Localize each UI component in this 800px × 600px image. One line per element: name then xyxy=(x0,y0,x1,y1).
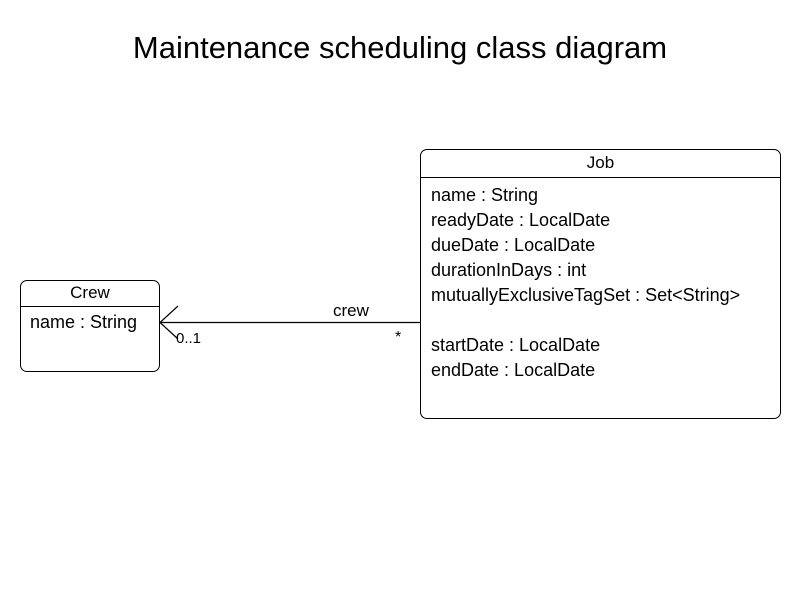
page-title: Maintenance scheduling class diagram xyxy=(132,30,668,65)
class-attribute: name : String xyxy=(431,185,539,205)
class-attribute: dueDate : LocalDate xyxy=(431,235,596,255)
association-multiplicity-job-end: * xyxy=(395,329,402,346)
operations-compartment-crew xyxy=(21,339,159,371)
class-attribute: endDate : LocalDate xyxy=(431,360,596,380)
class-attribute: durationInDays : int xyxy=(431,260,587,280)
class-name-job: Job xyxy=(421,150,780,178)
class-attribute: startDate : LocalDate xyxy=(431,335,601,355)
association-multiplicity-crew-end: 0..1 xyxy=(176,330,202,347)
attributes-compartment-crew: name : String xyxy=(21,307,159,339)
class-name-crew: Crew xyxy=(21,281,159,307)
class-attribute: name : String xyxy=(30,312,138,332)
association-role-label: crew xyxy=(333,301,369,320)
class-box-crew[interactable]: Crew name : String xyxy=(20,280,160,372)
class-attribute: readyDate : LocalDate xyxy=(431,210,611,230)
class-attribute: mutuallyExclusiveTagSet : Set<String> xyxy=(431,285,741,305)
attributes-compartment-job: name : String readyDate : LocalDate dueD… xyxy=(421,178,780,387)
class-box-job[interactable]: Job name : String readyDate : LocalDate … xyxy=(420,149,781,419)
